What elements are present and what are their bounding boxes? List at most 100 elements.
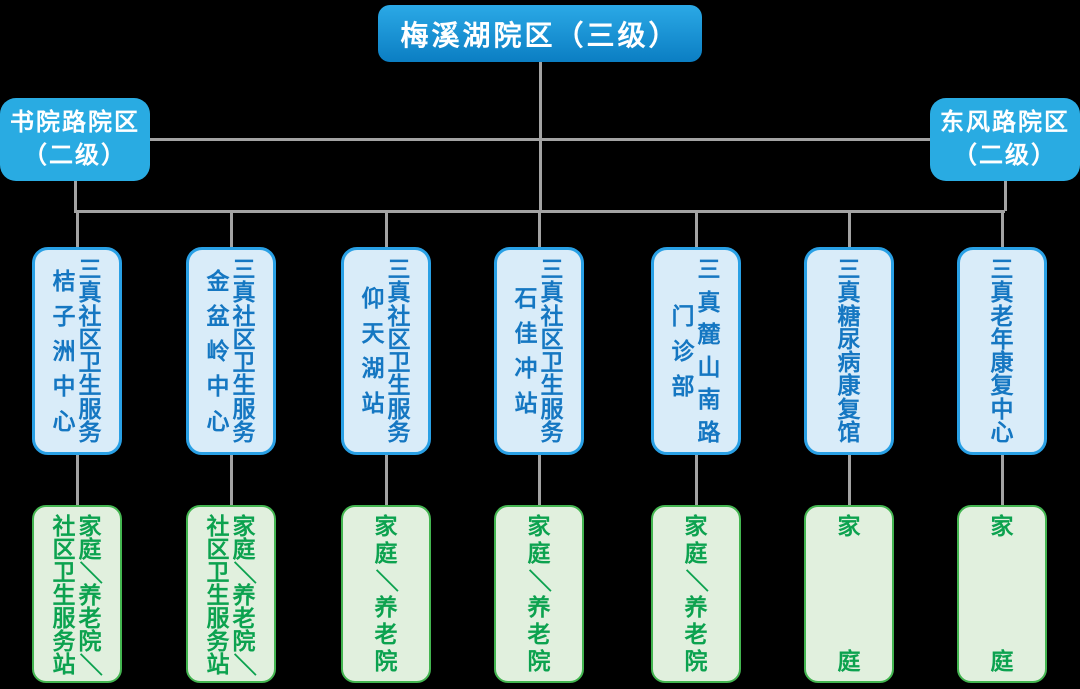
vertical-char: 部 — [671, 372, 695, 399]
facility-node-1-text-column: 桔子洲中心 — [53, 258, 76, 444]
vertical-char: 家 — [990, 513, 1014, 539]
vertical-char: 养 — [374, 594, 398, 620]
facility-node-2-text-column: 三真社区卫生服务 — [233, 258, 256, 444]
vertical-char: 生 — [78, 372, 102, 399]
vertical-char: 康 — [990, 349, 1014, 376]
vertical-char: 养 — [232, 582, 256, 608]
service-node-7-text-column: 家庭 — [991, 515, 1014, 673]
vertical-char: 社 — [206, 513, 230, 539]
vertical-char: 家 — [374, 513, 398, 539]
connector-facility-to-service-1 — [75, 455, 79, 505]
vertical-char: 庭 — [684, 540, 708, 566]
service-node-1: 家庭／养老院／社区卫生服务站 — [32, 505, 122, 683]
vertical-char: 院 — [374, 648, 398, 674]
vertical-char: 诊 — [671, 337, 695, 364]
vertical-char: 复 — [990, 372, 1014, 399]
vertical-char: 天 — [361, 320, 385, 346]
vertical-char: ／ — [373, 569, 400, 592]
vertical-char: ／ — [683, 569, 710, 592]
service-node-3: 家庭／养老院 — [341, 505, 431, 683]
vertical-char: 生 — [387, 372, 411, 399]
campus-right-level: （二级） — [953, 141, 1057, 169]
vertical-char: 康 — [837, 372, 861, 399]
vertical-char: 桔 — [52, 267, 76, 294]
vertical-char: ／ — [77, 561, 104, 584]
vertical-char: ／ — [526, 569, 553, 592]
vertical-char: 老 — [684, 621, 708, 647]
vertical-char: 真 — [837, 279, 861, 306]
vertical-char: 务 — [52, 628, 76, 654]
connector-facility-to-service-2 — [229, 455, 233, 505]
vertical-char: 服 — [206, 605, 230, 631]
vertical-char: 服 — [52, 605, 76, 631]
facility-node-7-text-column: 三真老年康复中心 — [991, 258, 1014, 444]
vertical-char: 中 — [52, 372, 76, 399]
vertical-char: 务 — [206, 628, 230, 654]
vertical-char: 家 — [232, 513, 256, 539]
vertical-char: 站 — [52, 651, 76, 677]
vertical-char: 老 — [232, 605, 256, 631]
connector-bus-to-facility-1 — [75, 210, 79, 247]
facility-node-2-text-column: 金盆岭中心 — [207, 258, 230, 444]
connector-facility-to-service-4 — [537, 455, 541, 505]
service-node-2: 家庭／养老院／社区卫生服务站 — [186, 505, 276, 683]
vertical-char: 生 — [52, 582, 76, 608]
campus-right-name: 东风路院区 — [940, 109, 1070, 137]
vertical-char: 卫 — [387, 349, 411, 376]
vertical-char: 卫 — [206, 559, 230, 585]
vertical-char: 三 — [78, 256, 102, 282]
vertical-char: 站 — [361, 390, 385, 416]
vertical-char: 养 — [527, 594, 551, 620]
facility-node-6-text-column: 三真糖尿病康复馆 — [838, 258, 861, 444]
service-node-5-text-column: 家庭／养老院 — [683, 515, 710, 673]
vertical-char: 庭 — [78, 536, 102, 562]
service-node-2-text-column: 社区卫生服务站 — [206, 513, 230, 676]
vertical-char: 心 — [990, 418, 1014, 445]
vertical-char: 湖 — [361, 355, 385, 381]
vertical-char: 真 — [387, 279, 411, 306]
service-node-3-text-column: 家庭／养老院 — [373, 513, 400, 674]
vertical-char: 养 — [78, 582, 102, 608]
vertical-char: 三 — [837, 256, 861, 282]
vertical-char: 院 — [78, 628, 102, 654]
vertical-char: 路 — [697, 418, 721, 445]
vertical-char: 庭 — [837, 648, 861, 674]
facility-node-1-text-column: 三真社区卫生服务 — [79, 258, 102, 444]
vertical-char: 区 — [232, 325, 256, 352]
vertical-char: 三 — [540, 256, 564, 282]
facility-node-2: 三真社区卫生服务金盆岭中心 — [186, 247, 276, 455]
vertical-char: 庭 — [527, 540, 551, 566]
vertical-char: 站 — [514, 390, 538, 416]
vertical-char: 年 — [990, 325, 1014, 352]
service-node-5: 家庭／养老院 — [651, 505, 741, 683]
vertical-char: 三 — [387, 256, 411, 282]
service-node-1-text-column: 家庭／养老院／ — [77, 515, 104, 677]
campus-left-level: （二级） — [23, 141, 127, 169]
vertical-char: 老 — [990, 302, 1014, 329]
vertical-char: 卫 — [540, 349, 564, 376]
vertical-char: 庭 — [232, 536, 256, 562]
connector-facility-to-service-6 — [847, 455, 851, 505]
vertical-char: 真 — [78, 279, 102, 306]
connector-bus-to-facility-5 — [694, 210, 698, 247]
vertical-char: 区 — [206, 536, 230, 562]
vertical-char: 区 — [540, 325, 564, 352]
vertical-char: 院 — [232, 628, 256, 654]
vertical-char: 社 — [387, 302, 411, 329]
facility-node-5-text-column: 门诊部 — [672, 258, 695, 444]
vertical-char: 中 — [206, 372, 230, 399]
facility-node-4-text-column: 三真社区卫生服务 — [541, 258, 564, 444]
campus-left-name: 书院路院区 — [10, 109, 140, 137]
facility-node-5-text-column: 三真麓山南路 — [698, 258, 721, 444]
facility-node-7: 三真老年康复中心 — [957, 247, 1047, 455]
vertical-char: 服 — [540, 395, 564, 422]
facility-node-3-text-column: 三真社区卫生服务 — [388, 258, 411, 444]
connector-facility-to-service-7 — [1000, 455, 1004, 505]
facility-node-6: 三真糖尿病康复馆 — [804, 247, 894, 455]
vertical-char: 社 — [232, 302, 256, 329]
vertical-char: 金 — [206, 267, 230, 294]
connector-bus-to-facility-7 — [1000, 210, 1004, 247]
service-node-6-text-column: 家庭 — [838, 515, 861, 673]
vertical-char: 务 — [232, 418, 256, 445]
vertical-char: 区 — [52, 536, 76, 562]
